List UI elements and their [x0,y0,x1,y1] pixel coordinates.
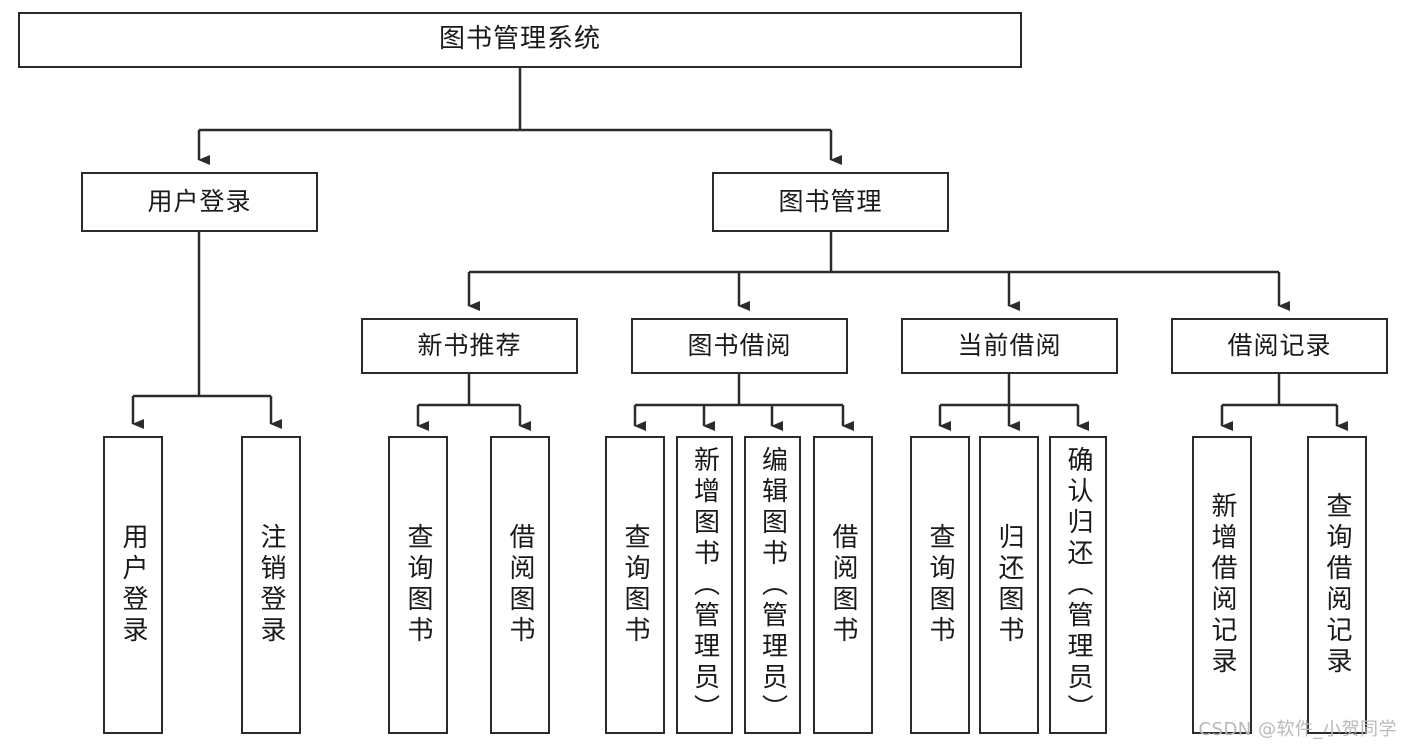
node-leaf-user-login[interactable]: 用户登录 [103,436,163,734]
node-leaf-rec-borrow-label: 借阅图书 [505,523,535,647]
node-current-borrow[interactable]: 当前借阅 [901,318,1118,374]
node-leaf-rec-query[interactable]: 查询图书 [388,436,448,734]
node-leaf-user-logout-label: 注销登录 [256,523,286,647]
node-leaf-br-add[interactable]: 新增借阅记录 [1192,436,1252,734]
node-book-borrow-label: 图书借阅 [687,331,792,360]
node-leaf-user-login-label: 用户登录 [118,523,148,647]
node-leaf-cb-query[interactable]: 查询图书 [910,436,970,734]
node-user-login[interactable]: 用户登录 [81,172,318,232]
node-leaf-bb-borrow[interactable]: 借阅图书 [813,436,873,734]
node-borrow-record[interactable]: 借阅记录 [1171,318,1388,374]
node-leaf-cb-confirm-label: 确认归还（管理员） [1063,446,1093,725]
node-leaf-br-query-label: 查询借阅记录 [1322,492,1352,678]
node-leaf-rec-borrow[interactable]: 借阅图书 [490,436,550,734]
node-leaf-cb-return-label: 归还图书 [994,523,1024,647]
node-current-borrow-label: 当前借阅 [957,331,1062,360]
node-leaf-bb-add[interactable]: 新增图书（管理员） [676,436,733,734]
node-leaf-bb-query-label: 查询图书 [620,523,650,647]
node-root[interactable]: 图书管理系统 [18,12,1022,68]
node-book-manage[interactable]: 图书管理 [712,172,949,232]
node-root-label: 图书管理系统 [438,24,601,55]
node-leaf-cb-query-label: 查询图书 [925,523,955,647]
node-leaf-cb-confirm[interactable]: 确认归还（管理员） [1049,436,1107,734]
node-book-borrow[interactable]: 图书借阅 [631,318,848,374]
node-new-book-rec[interactable]: 新书推荐 [361,318,578,374]
node-leaf-bb-query[interactable]: 查询图书 [605,436,665,734]
node-leaf-bb-edit[interactable]: 编辑图书（管理员） [744,436,801,734]
node-leaf-cb-return[interactable]: 归还图书 [979,436,1039,734]
node-user-login-label: 用户登录 [147,187,252,216]
node-leaf-rec-query-label: 查询图书 [403,523,433,647]
node-new-book-rec-label: 新书推荐 [417,331,522,360]
node-leaf-bb-borrow-label: 借阅图书 [828,523,858,647]
csdn-watermark: CSDN @软件_小贺同学 [1198,719,1397,740]
node-leaf-br-query[interactable]: 查询借阅记录 [1307,436,1367,734]
node-leaf-br-add-label: 新增借阅记录 [1207,492,1237,678]
node-book-manage-label: 图书管理 [778,187,883,216]
node-borrow-record-label: 借阅记录 [1227,331,1332,360]
node-leaf-bb-add-label: 新增图书（管理员） [689,446,720,725]
node-leaf-user-logout[interactable]: 注销登录 [241,436,301,734]
node-leaf-bb-edit-label: 编辑图书（管理员） [757,446,788,725]
